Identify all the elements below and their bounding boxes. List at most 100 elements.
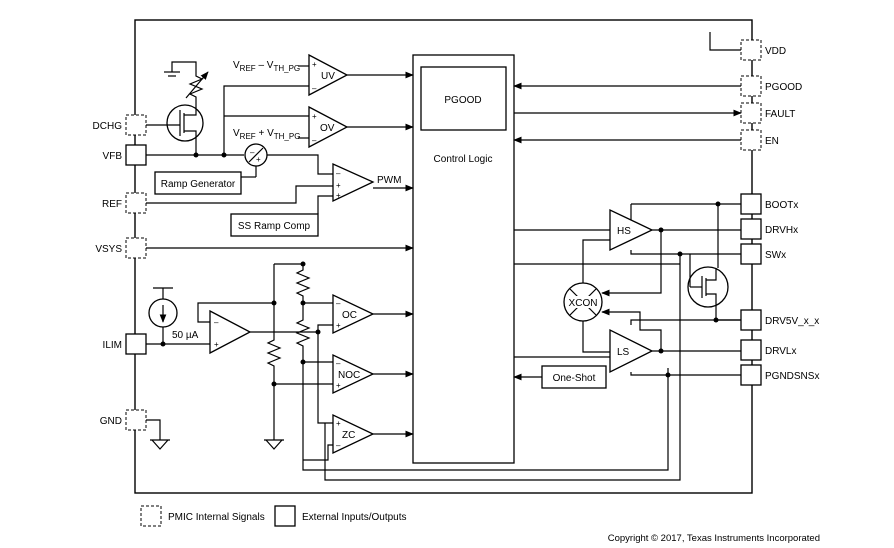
uv-label: UV [321, 71, 335, 82]
pin-vdd: VDD [740, 39, 786, 61]
one-shot-label: One-Shot [553, 373, 596, 384]
pin-vsys: VSYS [95, 237, 147, 259]
oc-comparator: – + OC [250, 293, 414, 335]
ov-label: OV [320, 123, 335, 134]
svg-text:–: – [214, 318, 219, 327]
svg-text:+: + [312, 112, 317, 121]
control-logic-label: Control Logic [434, 154, 493, 165]
svg-text:+: + [336, 381, 341, 390]
noc-comparator: – + NOC [271, 332, 414, 395]
ilim-amplifier: – + [146, 302, 274, 355]
pin-fault: FAULT [740, 102, 795, 124]
pin-drv5v: DRV5V_x_x [740, 309, 819, 331]
svg-text:+: + [336, 181, 341, 190]
legend-external-swatch [274, 505, 296, 527]
external-mosfet [687, 204, 741, 321]
svg-text:–: – [336, 169, 341, 178]
pin-gnd: GND [100, 409, 147, 431]
noc-label: NOC [338, 370, 360, 381]
svg-text:+: + [336, 419, 341, 428]
vfb-wires [146, 141, 244, 158]
right-pin-wires [513, 32, 742, 144]
pin-ref: REF [102, 192, 147, 214]
current-source: 50 µA [148, 287, 199, 344]
ramp-generator-label: Ramp Generator [161, 179, 236, 190]
pin-drvlx-label: DRVLx [765, 346, 797, 357]
zc-comparator: + – ZC [303, 254, 681, 481]
dchg-transistor [146, 104, 204, 142]
svg-text:VREF – VTH_PG: VREF – VTH_PG [233, 60, 300, 73]
svg-text:–: – [336, 359, 341, 368]
svg-text:+: + [312, 60, 317, 69]
hs-driver: HS [514, 201, 741, 257]
pin-pgndsnsx-label: PGNDSNSx [765, 371, 819, 382]
resistor-ladder-left [264, 264, 284, 450]
current-label: 50 µA [172, 330, 199, 341]
pwm-comparator: – + + PWM [332, 162, 414, 203]
vref-minus-label: VREF – VTH_PG [233, 60, 300, 73]
pin-drvhx: DRVHx [740, 218, 798, 240]
dchg-variable-resistor [164, 61, 209, 105]
svg-text:–: – [336, 441, 341, 450]
svg-text:–: – [336, 299, 341, 308]
one-shot-block: One-Shot [513, 365, 607, 389]
pgood-block-label: PGOOD [444, 95, 481, 106]
pin-dchg-label: DCHG [93, 121, 123, 132]
legend: PMIC Internal Signals External Inputs/Ou… [140, 505, 407, 527]
ss-ramp-comp-label: SS Ramp Comp [238, 221, 311, 232]
pin-drv5v-label: DRV5V_x_x [765, 316, 819, 327]
svg-text:+: + [214, 340, 219, 349]
pin-pgood-label: PGOOD [765, 82, 802, 93]
vref-plus-label: VREF + VTH_PG [233, 128, 300, 141]
pwm-label: PWM [377, 175, 401, 186]
zc-label: ZC [342, 430, 355, 441]
pin-pgood: PGOOD [740, 75, 802, 97]
ov-comparator: + – OV [308, 105, 349, 149]
uv-comparator: + – UV [308, 53, 349, 97]
pin-ref-label: REF [102, 199, 122, 210]
gnd-symbol [146, 419, 170, 450]
legend-internal-swatch [140, 505, 162, 527]
pin-pgndsnsx: PGNDSNSx [740, 364, 819, 386]
summing-node: – + [244, 143, 333, 177]
ls-label: LS [617, 347, 630, 358]
ls-driver: LS [514, 317, 741, 378]
copyright: Copyright © 2017, Texas Instruments Inco… [608, 533, 820, 544]
pgood-block [420, 66, 507, 131]
ramp-generator-block: Ramp Generator [154, 171, 256, 195]
svg-text:–: – [312, 136, 317, 145]
ss-ramp-comp-block: SS Ramp Comp [230, 213, 319, 237]
pin-vsys-label: VSYS [95, 244, 122, 255]
legend-external-label: External Inputs/Outputs [302, 512, 407, 523]
pin-drvhx-label: DRVHx [765, 225, 798, 236]
pin-ilim-label: ILIM [103, 340, 122, 351]
pin-en: EN [740, 129, 779, 151]
legend-internal-label: PMIC Internal Signals [168, 512, 265, 523]
pin-bootx-label: BOOTx [765, 200, 798, 211]
svg-text:+: + [336, 191, 341, 200]
svg-text:+: + [336, 321, 341, 330]
pin-vfb-label: VFB [103, 151, 123, 162]
pin-gnd-label: GND [100, 416, 122, 427]
uv-ov-wires [223, 65, 414, 155]
ref-wires [146, 185, 333, 214]
svg-text:–: – [250, 148, 255, 157]
pin-fault-label: FAULT [765, 109, 795, 120]
pin-bootx: BOOTx [740, 193, 798, 215]
xcon-label: XCON [569, 298, 598, 309]
svg-text:VREF + VTH_PG: VREF + VTH_PG [233, 128, 300, 141]
svg-text:–: – [312, 84, 317, 93]
hs-label: HS [617, 226, 631, 237]
xcon-block: XCON [563, 230, 662, 353]
oc-label: OC [342, 310, 357, 321]
pin-drvlx: DRVLx [740, 339, 797, 361]
pin-dchg: DCHG [93, 114, 147, 136]
pin-ilim: ILIM [103, 333, 147, 355]
svg-text:+: + [256, 155, 261, 164]
pin-swx-label: SWx [765, 250, 786, 261]
pin-vfb: VFB [103, 144, 147, 166]
pin-swx: SWx [740, 243, 786, 265]
pin-en-label: EN [765, 136, 779, 147]
pin-vdd-label: VDD [765, 46, 786, 57]
